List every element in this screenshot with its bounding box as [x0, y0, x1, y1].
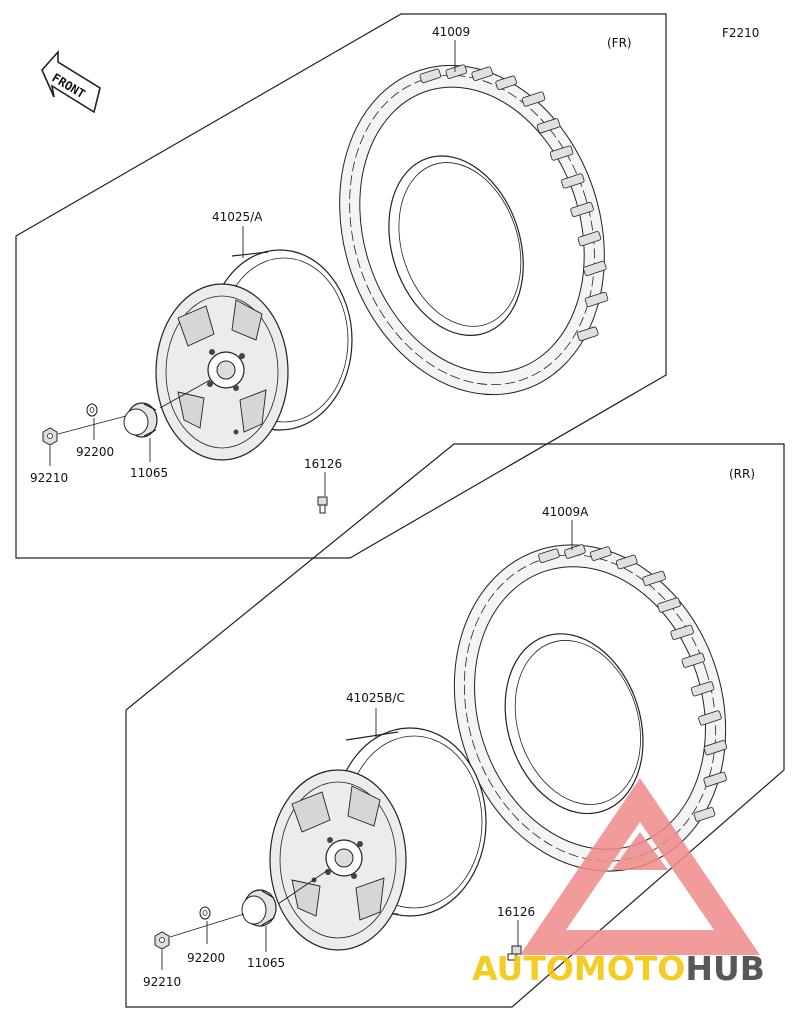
- front-nut-part-number: 92210: [30, 471, 68, 485]
- front-hub-cap: [123, 402, 158, 438]
- rear-washer-part-number: 92200: [187, 951, 225, 965]
- front-washer: [86, 403, 98, 417]
- rear-cap-part-number: 11065: [247, 956, 285, 970]
- front-tire-part-number: 41009: [432, 25, 470, 39]
- rear-tire-part-number: 41009A: [542, 505, 589, 519]
- front-tire: [339, 64, 609, 396]
- rear-section-frame: [125, 443, 785, 1008]
- front-direction-arrow: FRONT: [41, 49, 101, 114]
- rear-section-label: (RR): [729, 467, 755, 481]
- front-nut: [42, 427, 58, 446]
- front-section-label: (FR): [607, 36, 632, 50]
- front-axis-line-2: [159, 379, 211, 409]
- rear-wheel-part-number: 41025B/C: [346, 691, 405, 705]
- watermark: AUTOMOTOHUB: [472, 778, 765, 988]
- front-cap-part-number: 11065: [130, 466, 168, 480]
- front-section-frame: [15, 13, 667, 559]
- rear-valve-stem: [507, 945, 522, 961]
- watermark-text-part1: AUTO: [472, 949, 574, 988]
- front-washer-part-number: 92200: [76, 445, 114, 459]
- front-wheel: [155, 249, 353, 461]
- rear-axis-line: [169, 913, 245, 938]
- figure-code: F2210: [722, 26, 759, 40]
- rear-valve-part-number: 16126: [497, 905, 535, 919]
- rear-tire: [453, 544, 728, 872]
- watermark-text: AUTOMOTOHUB: [472, 949, 765, 988]
- watermark-inner-triangle: [612, 832, 668, 870]
- front-valve-stem: [317, 496, 328, 514]
- front-valve-part-number: 16126: [304, 457, 342, 471]
- front-wheel-part-number: 41025/A: [212, 210, 263, 224]
- watermark-triangle: [520, 778, 760, 955]
- rear-nut-part-number: 92210: [143, 975, 181, 989]
- rear-axis-line-2: [277, 869, 329, 905]
- rear-hub-cap: [241, 889, 277, 927]
- watermark-text-part3: HUB: [685, 949, 765, 988]
- front-axis-line: [57, 415, 127, 435]
- rear-washer: [199, 906, 211, 920]
- rear-assembly-section: (RR) 4100: [125, 443, 785, 1008]
- front-assembly-section: (FR) 4100: [15, 13, 667, 559]
- rear-wheel: [269, 727, 487, 951]
- rear-nut: [154, 931, 170, 950]
- watermark-text-part2: MOTO: [574, 949, 685, 988]
